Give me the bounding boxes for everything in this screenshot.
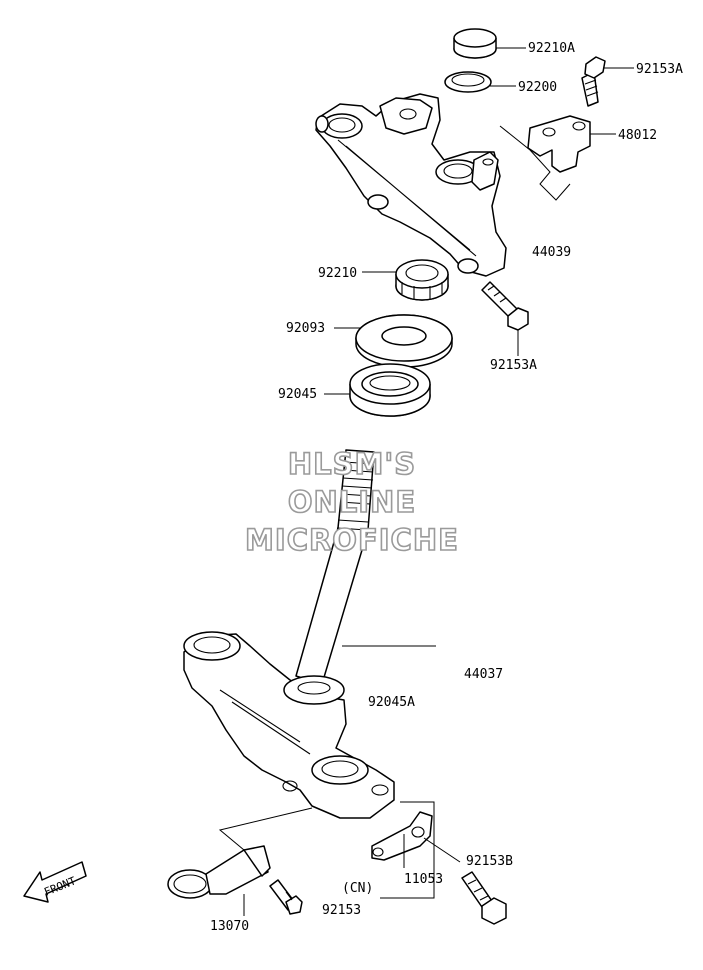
label-92200: 92200 xyxy=(518,80,557,95)
label-CN: (CN) xyxy=(342,881,373,896)
leader-lines xyxy=(218,47,634,916)
watermark-line-1: HLSM'S xyxy=(288,447,416,481)
label-92153A-top: 92153A xyxy=(636,62,683,77)
label-44037: 44037 xyxy=(464,667,503,682)
handlebar-clamp-48012[interactable] xyxy=(527,115,591,173)
upper-bracket-44039[interactable] xyxy=(315,93,507,277)
hose-clamp-13070[interactable] xyxy=(167,845,271,899)
label-11053: 11053 xyxy=(404,872,443,887)
label-92153: 92153 xyxy=(322,903,361,918)
watermark-line-3: MICROFICHE xyxy=(245,523,459,557)
cap-92210A[interactable] xyxy=(453,28,497,59)
bearing-92045[interactable] xyxy=(349,363,431,417)
label-13070: 13070 xyxy=(210,919,249,934)
part-labels: 92210A 92153A 92200 48012 44039 92210 92… xyxy=(210,41,683,934)
label-92045: 92045 xyxy=(278,387,317,402)
bracket-11053[interactable] xyxy=(371,811,433,861)
label-92153A-mid: 92153A xyxy=(490,358,537,373)
bolt-92153A-top[interactable] xyxy=(581,56,606,107)
watermark: HLSM'S ONLINE MICROFICHE xyxy=(244,446,459,558)
seal-92093[interactable] xyxy=(355,314,453,368)
ring-92200[interactable] xyxy=(444,71,492,93)
front-indicator: FRONT xyxy=(23,861,87,903)
front-arrow-icon xyxy=(23,861,87,903)
label-92210A: 92210A xyxy=(528,41,575,56)
label-48012: 48012 xyxy=(618,128,657,143)
watermark-line-2: ONLINE xyxy=(288,485,416,519)
label-92153B: 92153B xyxy=(466,854,513,869)
lower-bracket[interactable] xyxy=(183,631,395,819)
bolt-92153[interactable] xyxy=(269,879,303,915)
label-92045A: 92045A xyxy=(368,695,415,710)
label-92093: 92093 xyxy=(286,321,325,336)
bolt-92153A-mid[interactable] xyxy=(481,281,529,331)
stem-nut-92210[interactable] xyxy=(395,259,449,301)
bolt-92153B[interactable] xyxy=(461,871,507,925)
label-92210: 92210 xyxy=(318,266,357,281)
label-44039: 44039 xyxy=(532,245,571,260)
